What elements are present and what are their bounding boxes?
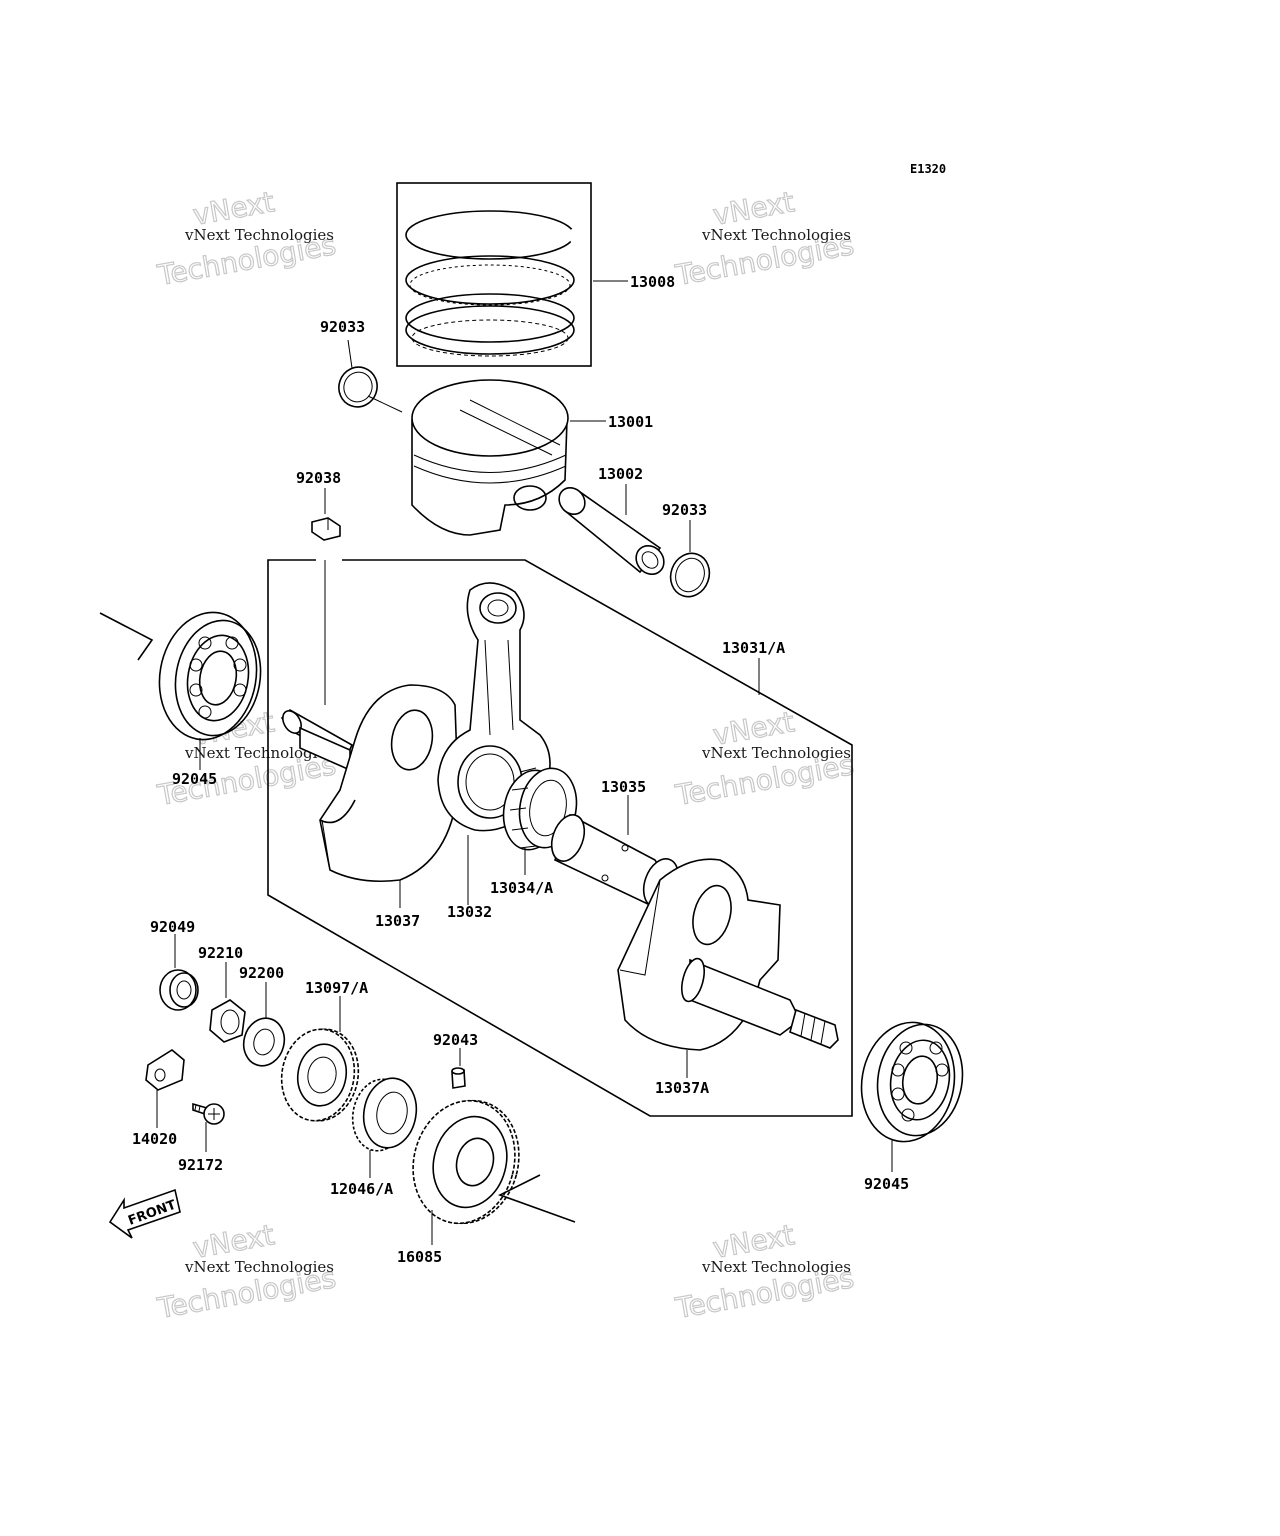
watermark-vnext: vNext (190, 185, 276, 232)
woodruff-key (311, 517, 341, 541)
label-92172: 92172 (178, 1156, 223, 1174)
plate-14020 (145, 1049, 185, 1091)
label-92049: 92049 (150, 918, 195, 936)
label-13031: 13031/A (722, 639, 785, 657)
washer-92200 (242, 1017, 286, 1067)
label-92210: 92210 (198, 944, 243, 962)
screw-92172 (192, 1102, 225, 1125)
piston-pin-circlip-right (669, 552, 711, 598)
crankshaft-gear-13097 (280, 1028, 360, 1122)
oil-seal-92049 (159, 969, 199, 1011)
balancer-gear-16085 (412, 1099, 520, 1225)
watermark-top-right: vNext Technologies vNext Technologies (672, 185, 857, 293)
watermark-vnext: vNext (710, 185, 796, 232)
label-92045-right: 92045 (864, 1175, 909, 1193)
piston-pin (558, 486, 665, 576)
top-ring (405, 210, 575, 260)
oil-ring-upper (405, 293, 575, 343)
oil-ring-lower (405, 305, 575, 355)
label-14020: 14020 (132, 1130, 177, 1148)
crankshaft-assembly-outline (267, 559, 853, 1117)
label-12046: 12046/A (330, 1180, 393, 1198)
piston-ring-box (396, 182, 592, 367)
front-direction-arrow: FRONT (108, 1188, 181, 1239)
label-13034: 13034/A (490, 879, 553, 897)
label-13008: 13008 (630, 273, 675, 291)
crank-half-right (617, 858, 839, 1051)
pointer-arrow-left (99, 612, 154, 661)
second-ring (405, 255, 575, 305)
watermark-bottom-left: vNext Technologies vNext Technologies (154, 1218, 339, 1326)
bearing-12046 (351, 1077, 418, 1152)
label-13002: 13002 (598, 465, 643, 483)
label-13035: 13035 (601, 778, 646, 796)
label-13037: 13037 (375, 912, 420, 930)
crankshaft-bearing-right (860, 1021, 964, 1143)
watermark-text: vNext Technologies (701, 1258, 851, 1276)
piston-ring-set (396, 182, 592, 367)
label-92045-left: 92045 (172, 770, 217, 788)
label-92038: 92038 (296, 469, 341, 487)
watermark-text: vNext Technologies (184, 226, 334, 244)
pin-92043 (451, 1067, 466, 1089)
label-13037A: 13037A (655, 1079, 709, 1097)
pointer-arrow-bottom (497, 1174, 576, 1223)
diagram-code: E1320 (910, 162, 946, 176)
label-92033-right: 92033 (662, 501, 707, 519)
label-13001: 13001 (608, 413, 653, 431)
label-92033-top: 92033 (320, 318, 365, 336)
label-13097: 13097/A (305, 979, 368, 997)
watermark-mid-right: vNext Technologies vNext Technologies (672, 705, 857, 813)
crank-half-left (280, 684, 459, 883)
watermark-text: vNext Technologies (701, 226, 851, 244)
watermark-text: vNext Technologies (184, 744, 334, 762)
label-16085: 16085 (397, 1248, 442, 1266)
watermark-text: vNext Technologies (701, 744, 851, 762)
nut-92210 (209, 999, 246, 1043)
watermark-text: vNext Technologies (184, 1258, 334, 1276)
piston-pin-circlip-left (338, 366, 378, 408)
piston (411, 379, 569, 536)
label-92200: 92200 (239, 964, 284, 982)
crankshaft-bearing-left (158, 611, 262, 741)
label-13032: 13032 (447, 903, 492, 921)
watermark-top-left: vNext Technologies vNext Technologies (154, 185, 339, 293)
watermark-bottom-right: vNext Technologies vNext Technologies (672, 1218, 857, 1326)
label-92043: 92043 (433, 1031, 478, 1049)
